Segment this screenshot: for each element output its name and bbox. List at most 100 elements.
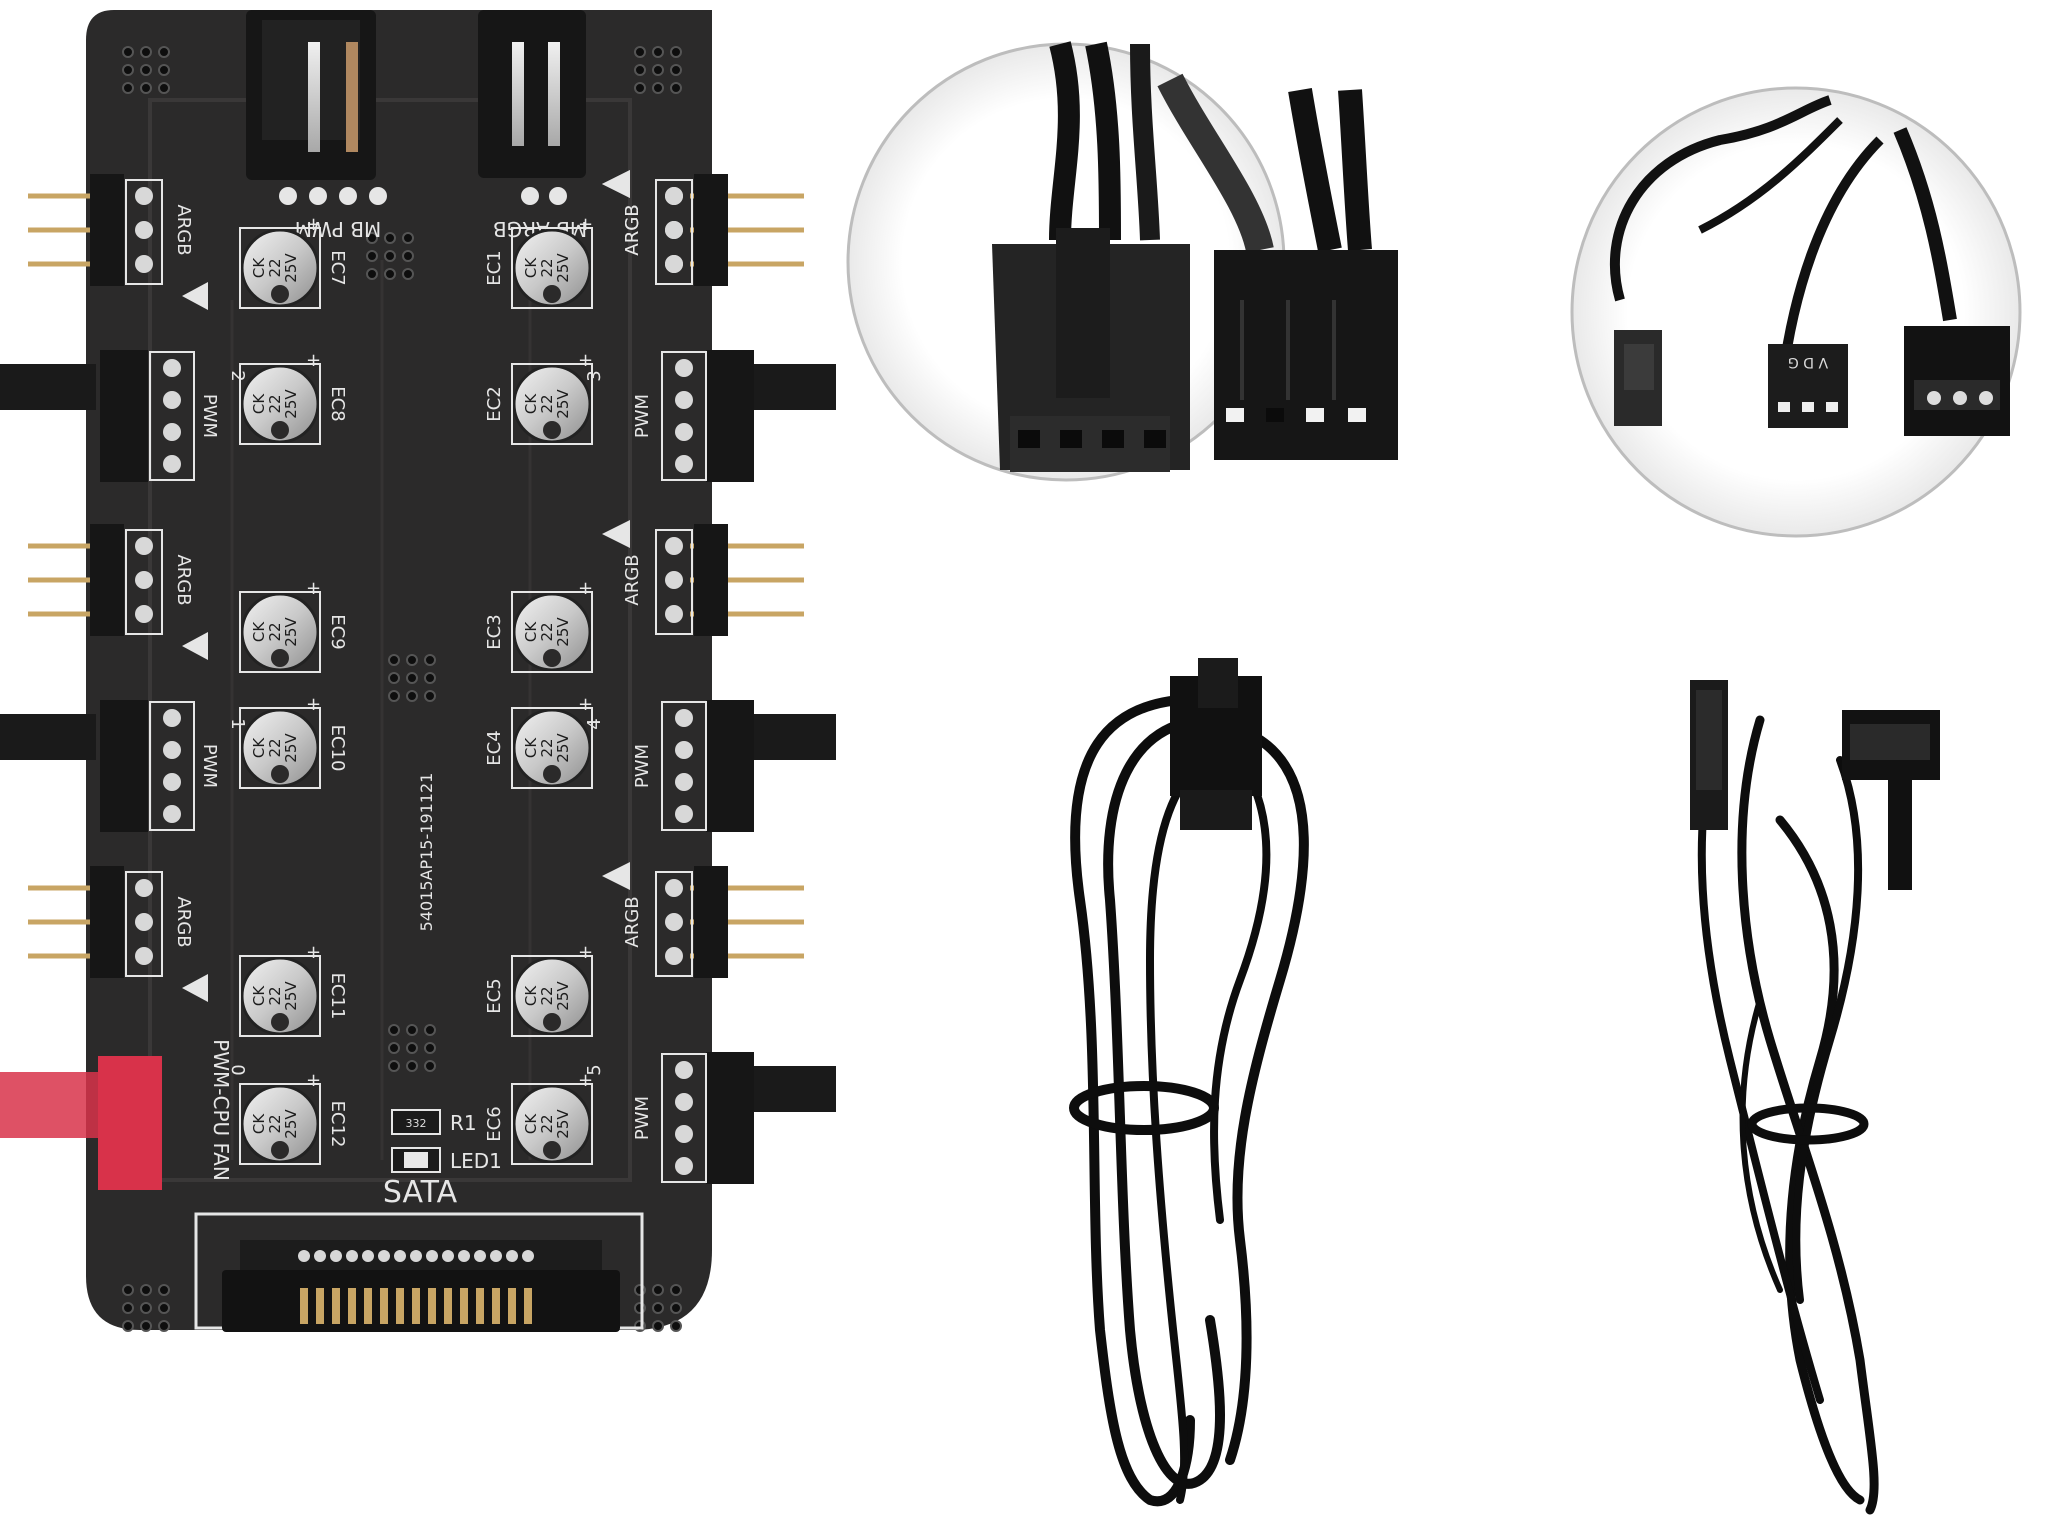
capacitor-outline — [511, 363, 593, 445]
capacitor-text: 22 — [538, 394, 556, 413]
via-hole — [402, 250, 414, 262]
sata-pin — [508, 1288, 516, 1324]
via-hole — [424, 1024, 436, 1036]
capacitor-can — [512, 228, 592, 308]
capacitor-outline — [511, 955, 593, 1037]
capacitor-can — [240, 708, 320, 788]
header-housing — [694, 174, 728, 286]
sata-pin — [348, 1288, 356, 1324]
led1-label: LED1 — [450, 1149, 502, 1173]
via-hole — [388, 1042, 400, 1054]
pwm-header: PWM — [632, 350, 836, 482]
header-housing — [100, 700, 148, 832]
pwm-extension-cable — [1069, 694, 1309, 1507]
header-pad — [665, 605, 683, 623]
header-pad — [675, 741, 693, 759]
cable-label-vdg: V D G — [1788, 354, 1828, 370]
capacitor-outline — [239, 707, 321, 789]
sata-pin — [332, 1288, 340, 1324]
via-hole — [406, 1060, 418, 1072]
via-hole — [634, 46, 646, 58]
via-hole — [366, 250, 378, 262]
plus-mark: + — [306, 694, 321, 715]
plus-mark: + — [578, 350, 593, 371]
via-hole — [424, 654, 436, 666]
header-pad — [163, 359, 181, 377]
header-pad — [675, 455, 693, 473]
via-hole — [406, 1042, 418, 1054]
header-pad — [163, 423, 181, 441]
via-hole — [140, 1302, 152, 1314]
plus-mark: + — [306, 942, 321, 963]
capacitor-label: EC1 — [484, 250, 505, 285]
pwm-label: PWM — [199, 394, 220, 438]
via-hole — [670, 1284, 682, 1296]
r1-label: R1 — [450, 1111, 477, 1135]
header-pad — [665, 255, 683, 273]
capacitor-can — [240, 592, 320, 672]
arrow-mark — [602, 862, 630, 890]
capacitor-mark — [271, 421, 289, 439]
header-housing — [90, 866, 124, 978]
via-hole — [652, 64, 664, 76]
via-hole — [158, 64, 170, 76]
via-hole — [388, 690, 400, 702]
sata-pad — [298, 1250, 310, 1262]
via-hole — [406, 1024, 418, 1036]
header-outline — [655, 871, 693, 977]
capacitor-text: 25V — [282, 253, 300, 283]
via-hole — [122, 64, 134, 76]
capacitor-can — [240, 1084, 320, 1164]
header-outline — [655, 529, 693, 635]
header-pad — [163, 391, 181, 409]
port-number: 0 — [227, 1064, 248, 1075]
argb-label: ARGB — [173, 204, 194, 255]
sata-pad — [474, 1250, 486, 1262]
sata-pin — [460, 1288, 468, 1324]
capacitor-text: 22 — [266, 394, 284, 413]
capacitor-mark — [543, 1141, 561, 1159]
header-pad — [675, 391, 693, 409]
header-pad — [675, 709, 693, 727]
sata-pad — [522, 1250, 534, 1262]
via-hole — [652, 46, 664, 58]
header-outline — [149, 701, 195, 831]
header-pad — [675, 1125, 693, 1143]
via-hole — [140, 64, 152, 76]
header-pad — [163, 455, 181, 473]
capacitor-mark — [543, 765, 561, 783]
sata-pad — [426, 1250, 438, 1262]
via-hole — [122, 1302, 134, 1314]
capacitor-text: 25V — [554, 733, 572, 763]
argb-label: ARGB — [622, 204, 643, 255]
header-pad — [135, 187, 153, 205]
header-pad — [665, 187, 683, 205]
via-hole — [122, 46, 134, 58]
via-hole — [140, 82, 152, 94]
capacitor-label: EC8 — [327, 386, 348, 421]
pwm-label: PWM — [632, 394, 653, 438]
via-hole — [140, 1320, 152, 1332]
via-hole — [158, 1302, 170, 1314]
pwm-cable-connector — [1170, 658, 1262, 830]
capacitor-label: EC12 — [327, 1101, 348, 1148]
sata-pin — [364, 1288, 372, 1324]
argb-label: ARGB — [173, 896, 194, 947]
header-pad — [135, 913, 153, 931]
via-hole — [140, 1284, 152, 1296]
argb-header: ARGB — [602, 520, 804, 636]
capacitor-outline — [511, 591, 593, 673]
capacitor-text: 25V — [554, 389, 572, 419]
capacitor-can — [512, 708, 592, 788]
capacitor-can — [240, 364, 320, 444]
via-hole — [384, 250, 396, 262]
sata-pad — [394, 1250, 406, 1262]
plus-mark: + — [578, 578, 593, 599]
sata-pad — [410, 1250, 422, 1262]
cpu-fan-label: PWM-CPU FAN — [209, 1039, 233, 1181]
